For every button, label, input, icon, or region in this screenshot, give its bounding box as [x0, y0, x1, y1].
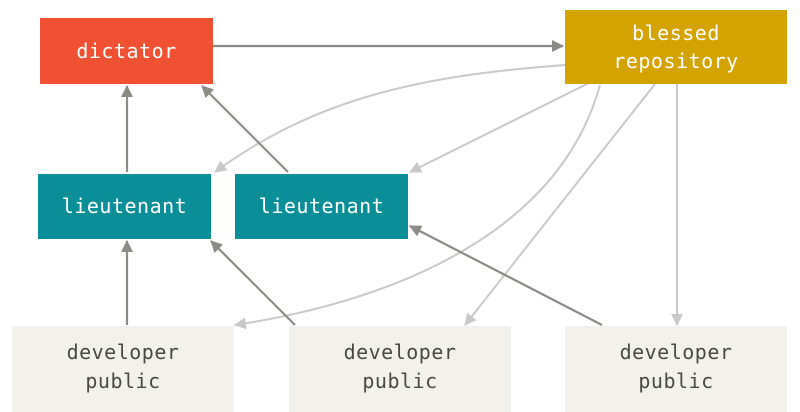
node-dictator-label: dictator: [76, 39, 176, 63]
node-dictator: dictator: [40, 18, 213, 84]
edges-light: [214, 64, 683, 330]
node-developer-2-label-line-2: public: [362, 369, 437, 393]
node-developer-3: developer public: [565, 326, 787, 412]
edges-dark: [121, 40, 603, 326]
node-lieutenant-2: lieutenant: [235, 174, 408, 239]
edge-blessed-to-developer-1: [234, 84, 601, 330]
edge-blessed-to-lieutenant-1: [214, 64, 566, 173]
node-developer-3-label-line-1: developer: [620, 340, 733, 364]
node-blessed-repository: blessed repository: [565, 10, 787, 84]
edge-developer-3-to-lieutenant-2: [409, 225, 603, 326]
node-blessed-label-line-2: repository: [613, 49, 738, 73]
node-developer-1: developer public: [12, 326, 234, 412]
node-developer-3-label-line-2: public: [638, 369, 713, 393]
node-developer-2-label-line-1: developer: [344, 340, 457, 364]
node-lieutenant-1: lieutenant: [38, 174, 211, 239]
edge-blessed-to-lieutenant-2: [409, 79, 596, 173]
node-blessed-label-line-1: blessed: [632, 21, 720, 45]
edge-blessed-to-developer-2: [464, 83, 656, 326]
node-lieutenant-1-label: lieutenant: [62, 194, 187, 218]
edge-developer-2-to-lieutenant-1: [210, 240, 296, 326]
node-developer-1-label-line-1: developer: [67, 340, 180, 364]
node-lieutenant-2-label: lieutenant: [259, 194, 384, 218]
edge-lieutenant-2-to-dictator: [201, 85, 289, 173]
node-developer-2: developer public: [289, 326, 511, 412]
node-developer-1-label-line-2: public: [85, 369, 160, 393]
